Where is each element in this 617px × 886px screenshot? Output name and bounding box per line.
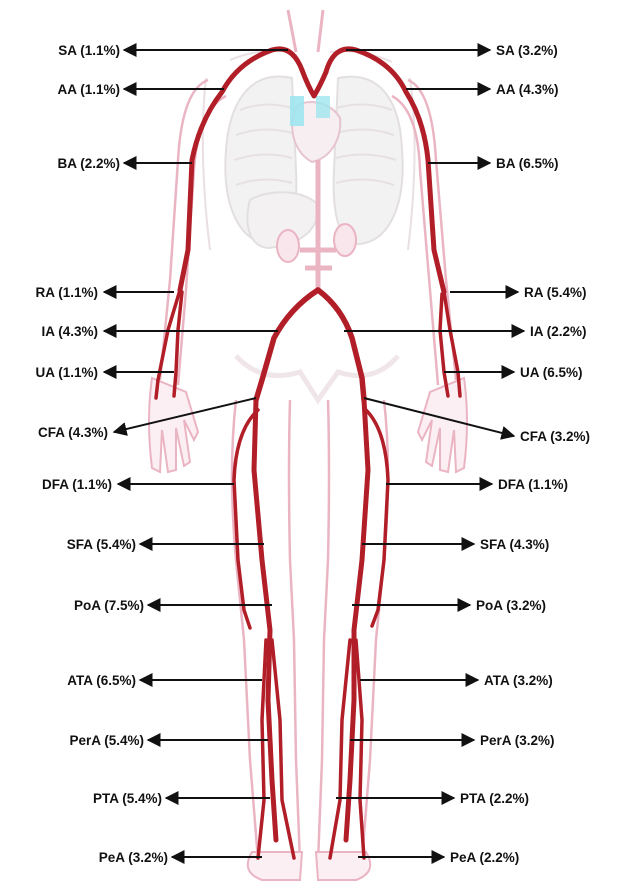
great-vessel-blue — [290, 96, 304, 126]
left-label-pera: PerA (5.4%) — [69, 733, 144, 748]
anterior-tibial-left — [258, 640, 266, 858]
left-label-aa: AA (1.1%) — [57, 82, 120, 97]
right-label-sfa: SFA (4.3%) — [480, 537, 549, 552]
left-label-pea: PeA (3.2%) — [99, 850, 168, 865]
right-label-pera: PerA (3.2%) — [480, 733, 555, 748]
left-label-ua: UA (1.1%) — [35, 365, 98, 380]
left-label-poa: PoA (7.5%) — [74, 598, 144, 613]
left-label-pta: PTA (5.4%) — [93, 791, 162, 806]
femoral-artery-right — [346, 400, 368, 840]
iliac-artery-right — [318, 290, 364, 400]
left-label-ra: RA (1.1%) — [35, 285, 98, 300]
aortic-arch — [302, 70, 326, 96]
right-label-ata: ATA (3.2%) — [484, 673, 553, 688]
right-label-aa: AA (4.3%) — [496, 82, 559, 97]
right-label-pea: PeA (2.2%) — [450, 850, 519, 865]
feet-outline — [248, 852, 370, 880]
right-label-pta: PTA (2.2%) — [460, 791, 529, 806]
right-label-ia: IA (2.2%) — [530, 324, 587, 339]
left-label-sfa: SFA (5.4%) — [67, 537, 136, 552]
right-label-ba: BA (6.5%) — [496, 156, 559, 171]
left-lung — [334, 77, 403, 244]
right-label-dfa: DFA (1.1%) — [498, 477, 568, 492]
right-label-cfa: CFA (3.2%) — [520, 429, 590, 444]
deep-femoral-artery-right — [366, 410, 388, 626]
left-label-dfa: DFA (1.1%) — [42, 477, 112, 492]
right-label-poa: PoA (3.2%) — [476, 598, 546, 613]
right-kidney — [277, 230, 299, 262]
left-kidney — [334, 224, 356, 256]
left-label-cfa: CFA (4.3%) — [38, 425, 108, 440]
artery-labels: SA (1.1%) AA (1.1%) BA (2.2%) RA (1.1%) IA (… — [35, 43, 590, 865]
great-vessel-blue-2 — [316, 96, 330, 118]
left-label-ba: BA (2.2%) — [57, 156, 120, 171]
left-label-ia: IA (4.3%) — [41, 324, 98, 339]
right-label-ra: RA (5.4%) — [524, 285, 587, 300]
right-label-sa: SA (3.2%) — [496, 43, 558, 58]
neck-outline — [288, 10, 323, 52]
right-label-ua: UA (6.5%) — [520, 365, 583, 380]
left-label-ata: ATA (6.5%) — [67, 673, 136, 688]
left-label-sa: SA (1.1%) — [58, 43, 120, 58]
hands-outline — [149, 378, 467, 472]
anterior-tibial-right — [356, 640, 364, 858]
